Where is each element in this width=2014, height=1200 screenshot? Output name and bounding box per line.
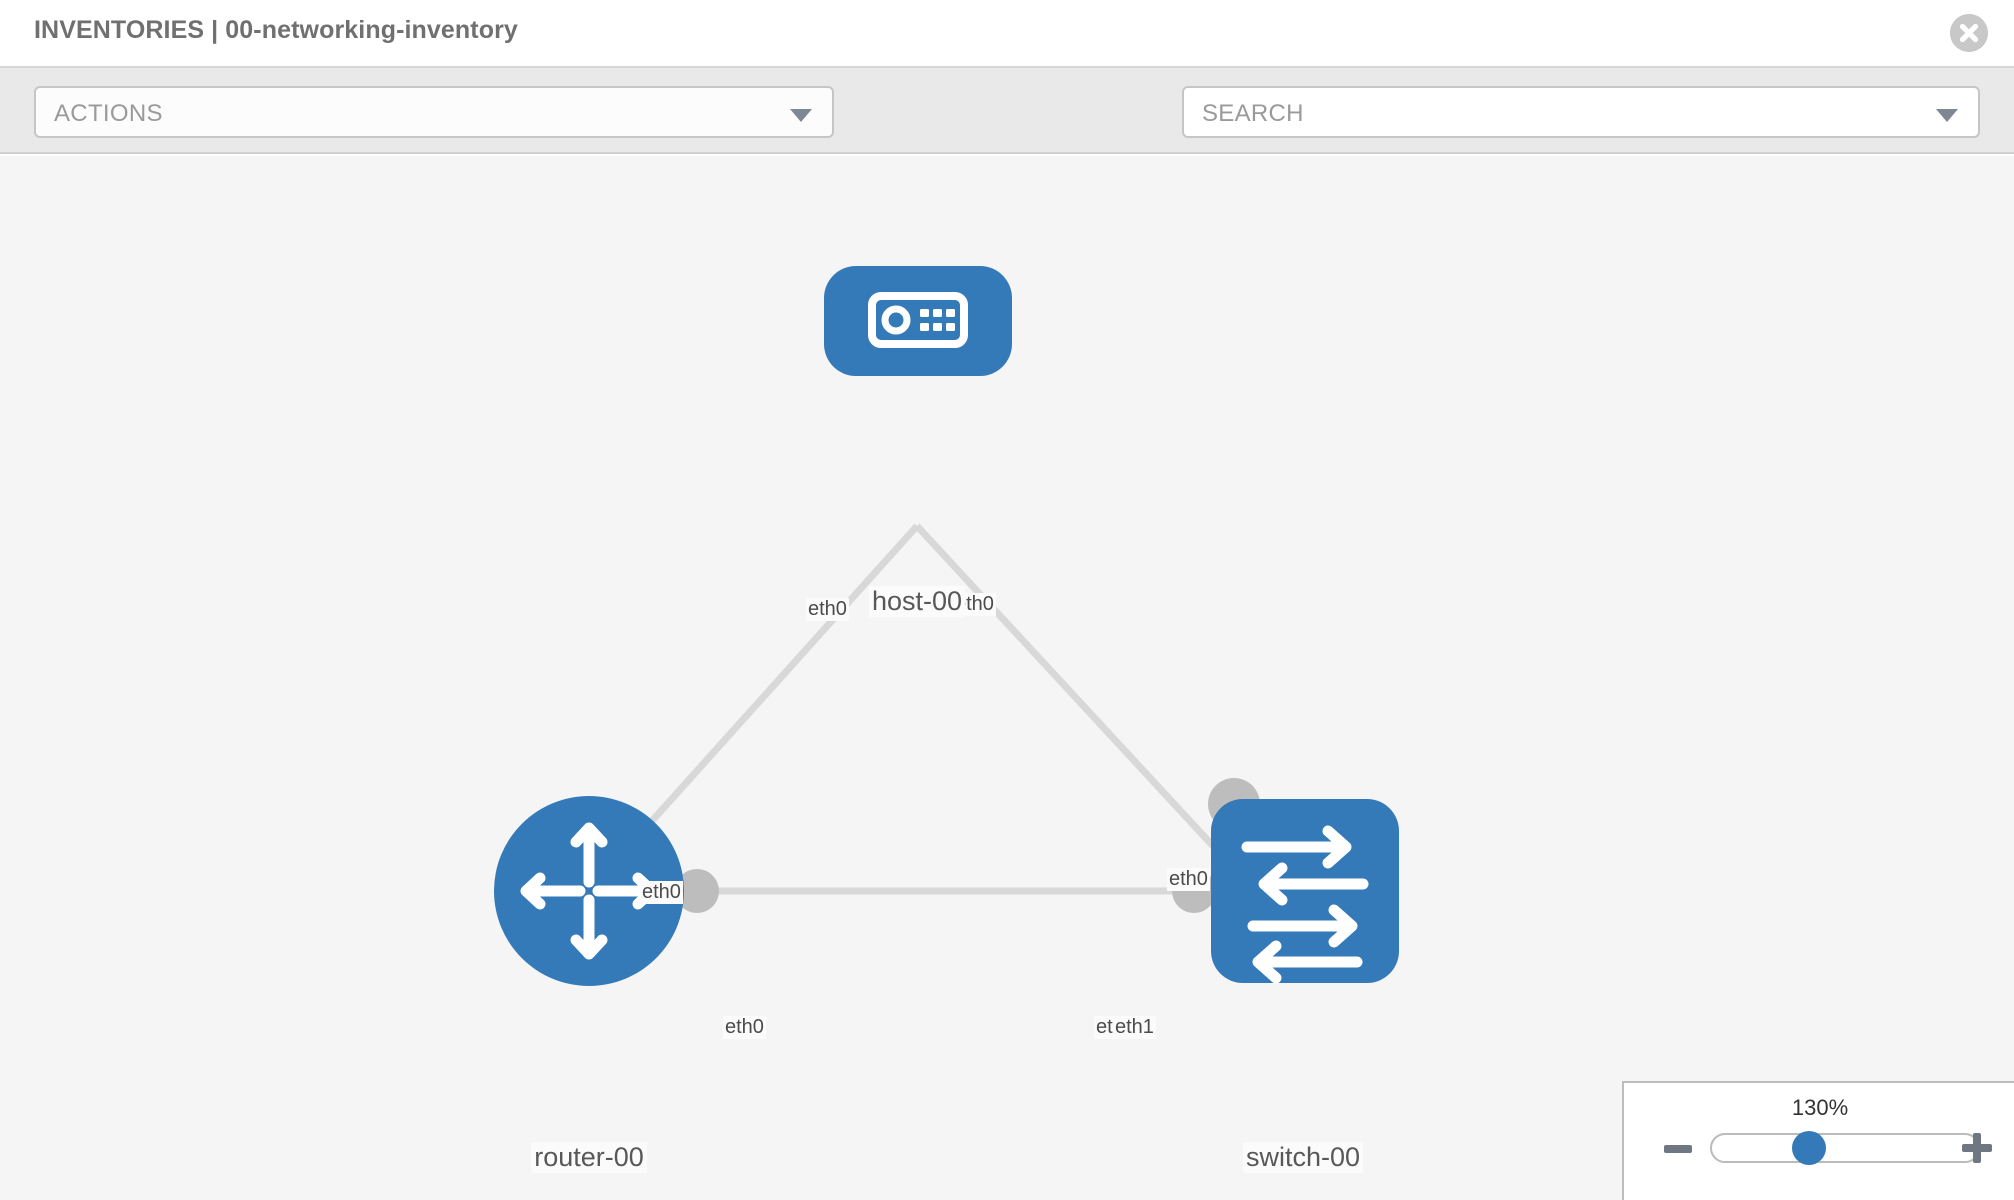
topology-links — [586, 523, 1253, 895]
node-switch-00 — [1211, 799, 1399, 984]
iface-label: eth0 — [640, 881, 683, 904]
zoom-slider-track[interactable] — [1710, 1133, 1980, 1163]
page-title: INVENTORIES | 00-networking-inventory — [34, 16, 518, 44]
node-switch00-shape — [1211, 799, 1399, 983]
node-label-switch-00[interactable]: switch-00 — [1242, 1142, 1364, 1173]
actions-dropdown[interactable]: ACTIONS — [34, 86, 834, 138]
interface-sockets — [675, 329, 1260, 913]
iface-label: eth0 — [1167, 868, 1210, 891]
node-router00-shape — [494, 796, 684, 986]
topology-graph — [494, 266, 1399, 986]
zoom-control-panel: 130% — [1622, 1081, 2014, 1200]
topology-canvas[interactable]: eth0 eth0 eth0 eth0 eth0 eth0 eth1 host-… — [0, 156, 2014, 1200]
node-label-host-00[interactable]: host-00 — [868, 586, 966, 617]
minus-icon[interactable] — [1664, 1145, 1692, 1153]
chevron-down-icon[interactable] — [1936, 109, 1958, 122]
search-input[interactable]: SEARCH — [1182, 86, 1980, 138]
server-icon — [868, 292, 968, 348]
search-placeholder: SEARCH — [1202, 100, 1304, 127]
switch-arrows-icon — [1241, 825, 1369, 984]
page-header: INVENTORIES | 00-networking-inventory — [0, 0, 2014, 68]
iface-label: eth0 — [806, 598, 849, 621]
node-host00-shape — [824, 266, 1012, 376]
chevron-down-icon — [790, 109, 812, 122]
socket-router00-right — [675, 869, 719, 913]
node-host-00 — [824, 266, 1012, 376]
iface-label: eth0 — [723, 1016, 766, 1039]
link-host00-switch00 — [914, 523, 1253, 889]
node-label-router-00[interactable]: router-00 — [531, 1142, 647, 1173]
zoom-slider-thumb[interactable] — [1792, 1131, 1826, 1165]
plus-icon[interactable] — [1962, 1133, 1992, 1163]
actions-dropdown-label: ACTIONS — [54, 100, 163, 127]
zoom-level-value: 130% — [1791, 1095, 1849, 1120]
close-icon[interactable] — [1950, 14, 1988, 52]
toolbar: ACTIONS SEARCH — [0, 68, 2014, 200]
iface-label: eth1 — [1113, 1016, 1156, 1039]
